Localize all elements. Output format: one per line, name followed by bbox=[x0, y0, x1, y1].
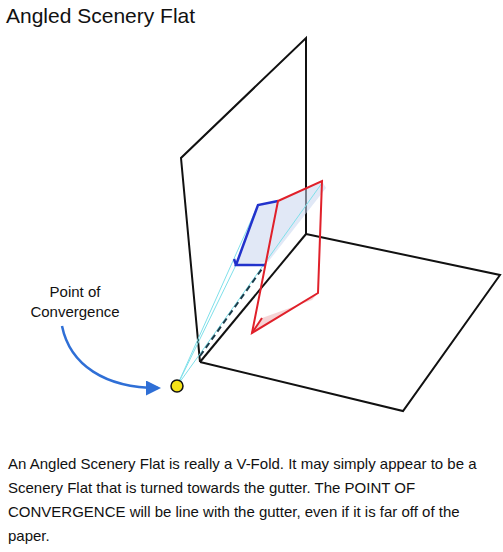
callout-label: Point of Convergence bbox=[20, 282, 130, 322]
caption-text: An Angled Scenery Flat is really a V-Fol… bbox=[8, 452, 498, 548]
guide-line bbox=[177, 265, 236, 386]
blue-flat bbox=[234, 259, 236, 265]
callout-arrow bbox=[62, 326, 158, 388]
guide-line bbox=[177, 205, 258, 386]
diagram-title: Angled Scenery Flat bbox=[6, 4, 195, 28]
red-flat bbox=[252, 181, 322, 333]
fold-line bbox=[200, 266, 264, 356]
convergence-point bbox=[171, 380, 183, 392]
red-flat bbox=[252, 318, 262, 333]
guide-line bbox=[177, 183, 322, 386]
